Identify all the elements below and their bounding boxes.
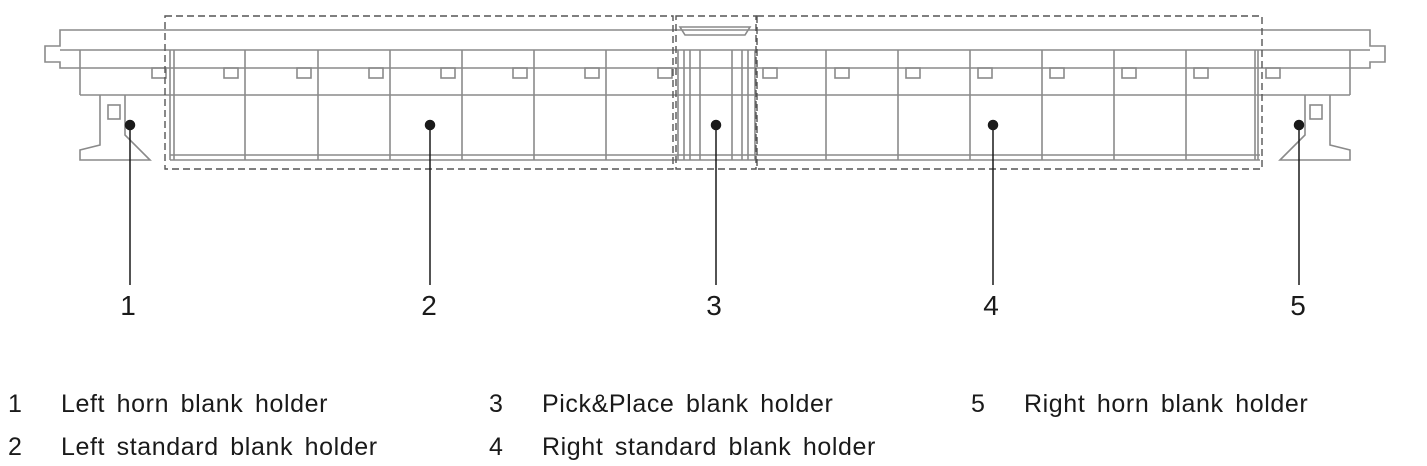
callout-dot-5 xyxy=(1293,119,1305,131)
legend: 1 Left horn blank holder 2 Left standard… xyxy=(0,382,1427,466)
standard-holder-segments xyxy=(151,50,1281,160)
legend-number: 3 xyxy=(489,390,503,418)
legend-label: Right horn blank holder xyxy=(1024,390,1309,418)
legend-label: Pick&Place blank holder xyxy=(542,390,834,418)
callout-number-5: 5 xyxy=(1290,290,1306,321)
callout-dot-1 xyxy=(124,119,136,131)
callout-leaders xyxy=(124,119,1305,285)
legend-number: 1 xyxy=(8,390,22,418)
blank-holder-diagram: 1 2 3 4 5 xyxy=(44,15,1386,321)
callout-dot-4 xyxy=(987,119,999,131)
callout-dot-2 xyxy=(424,119,436,131)
callout-dot-3 xyxy=(710,119,722,131)
legend-label: Left horn blank holder xyxy=(61,390,329,418)
group-boundaries xyxy=(164,15,1263,170)
left-standard-group-box xyxy=(164,15,674,170)
legend-number: 2 xyxy=(8,433,22,461)
pick-place-holder-body xyxy=(678,26,752,160)
callout-number-4: 4 xyxy=(983,290,999,321)
legend-label: Right standard blank holder xyxy=(542,433,876,461)
legend-number: 4 xyxy=(489,433,503,461)
legend-label: Left standard blank holder xyxy=(61,433,378,461)
machine-frame xyxy=(44,29,1386,161)
callout-number-3: 3 xyxy=(706,290,722,321)
pick-place-group-box xyxy=(675,15,757,170)
callout-number-2: 2 xyxy=(421,290,437,321)
callout-number-1: 1 xyxy=(120,290,136,321)
legend-number: 5 xyxy=(971,390,985,418)
